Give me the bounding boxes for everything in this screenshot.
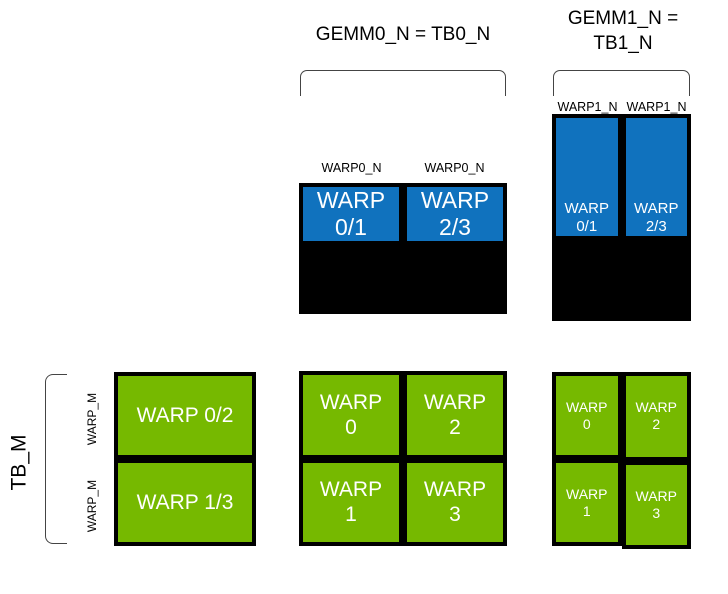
column-label-warp0-n-right: WARP0_N	[424, 161, 485, 175]
block-cell-warp-1[interactable]: WARP 1	[299, 458, 403, 546]
block-column: WARP 2/3	[403, 183, 507, 314]
block-column: WARP 0/1	[552, 114, 622, 321]
block-group-green-left: WARP 0/2 WARP 1/3	[114, 372, 256, 546]
span-bracket-gemm0	[300, 70, 506, 96]
title-gemm1: GEMM1_N = TB1_N	[567, 8, 679, 54]
span-bracket-tb-m	[45, 374, 67, 544]
block-cell-warp-1[interactable]: WARP 1	[552, 459, 622, 546]
block-cell-warp-0-1[interactable]: WARP 0/1	[299, 183, 403, 245]
block-cell-warp-2-3[interactable]: WARP 2/3	[403, 183, 507, 245]
block-column: WARP 0 WARP 1	[299, 371, 403, 546]
column-label-warp0-n-left: WARP0_N	[321, 161, 382, 175]
block-cell-warp-3[interactable]: WARP 3	[621, 460, 691, 549]
block-cell-warp-3[interactable]: WARP 3	[403, 458, 507, 546]
block-group-green-right: WARP 0 WARP 1 WARP 2 WARP 3	[552, 372, 691, 549]
block-group-green-middle: WARP 0 WARP 1 WARP 2 WARP 3	[299, 371, 507, 546]
axis-label-warp-m-bottom: WARP_M	[85, 479, 99, 533]
span-bracket-gemm1	[553, 70, 690, 96]
block-cell-warp-1-3[interactable]: WARP 1/3	[114, 459, 256, 546]
block-cell-warp-0-1[interactable]: WARP 0/1	[552, 114, 622, 240]
block-group-blue-middle: WARP 0/1 WARP 2/3	[299, 183, 507, 314]
axis-label-tb-m: TB_M	[7, 434, 31, 491]
block-column: WARP 0 WARP 1	[552, 372, 622, 546]
block-column: WARP 2 WARP 3	[621, 372, 691, 549]
block-cell-warp-2-3[interactable]: WARP 2/3	[621, 114, 691, 240]
block-group-blue-right: WARP 0/1 WARP 2/3	[552, 114, 691, 321]
block-cell-warp-0[interactable]: WARP 0	[552, 372, 622, 459]
block-column: WARP 2 WARP 3	[403, 371, 507, 546]
block-cell-warp-2[interactable]: WARP 2	[403, 371, 507, 459]
block-column: WARP 0/1	[299, 183, 403, 314]
axis-label-warp-m-top: WARP_M	[85, 392, 99, 446]
column-label-warp1-n-right: WARP1_N	[626, 100, 687, 114]
block-cell-warp-0[interactable]: WARP 0	[299, 371, 403, 459]
title-gemm0: GEMM0_N = TB0_N	[315, 24, 491, 45]
column-label-warp1-n-left: WARP1_N	[557, 100, 618, 114]
block-cell-warp-2[interactable]: WARP 2	[621, 372, 691, 461]
block-column: WARP 2/3	[621, 114, 691, 321]
block-cell-warp-0-2[interactable]: WARP 0/2	[114, 372, 256, 459]
